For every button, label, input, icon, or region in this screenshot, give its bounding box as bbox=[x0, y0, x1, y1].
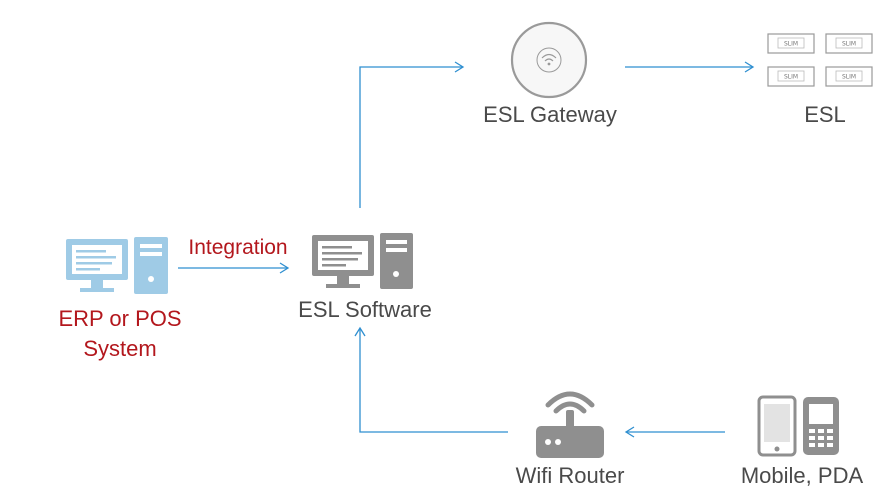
gateway-icon bbox=[510, 21, 588, 99]
esl-tags-icon: SLIM SLIM SLIM SLIM bbox=[767, 33, 873, 87]
arrow-router-to-software bbox=[359, 329, 508, 433]
esl-software-computer-icon bbox=[312, 233, 413, 289]
mobile-pda-icon bbox=[757, 395, 839, 457]
esl-gateway-label: ESL Gateway bbox=[483, 102, 617, 127]
arrow-software-to-gateway bbox=[359, 66, 462, 208]
arrowhead-esl bbox=[744, 61, 755, 73]
integration-label: Integration bbox=[188, 236, 288, 259]
wifi-router-label: Wifi Router bbox=[515, 463, 625, 488]
esl-tag-label: SLIM bbox=[784, 41, 798, 48]
erp-label-line2: System bbox=[83, 336, 157, 361]
arrowhead-router bbox=[624, 426, 635, 438]
esl-tag-label: SLIM bbox=[784, 74, 798, 81]
esl-tag-label: SLIM bbox=[842, 74, 856, 81]
arrowhead-software bbox=[354, 326, 366, 337]
mobile-pda-label: Mobile, PDA bbox=[740, 463, 864, 488]
esl-software-label: ESL Software bbox=[298, 297, 432, 322]
erp-computer-icon bbox=[66, 237, 168, 294]
esl-tag-label: SLIM bbox=[842, 41, 856, 48]
arrowhead-integration bbox=[279, 262, 290, 274]
erp-pos-system-label: ERP or POS System bbox=[40, 306, 200, 362]
arrowhead-gateway bbox=[454, 61, 465, 73]
erp-label-line1: ERP or POS bbox=[58, 306, 182, 331]
esl-label: ESL bbox=[804, 102, 846, 127]
wifi-router-icon bbox=[536, 391, 604, 458]
